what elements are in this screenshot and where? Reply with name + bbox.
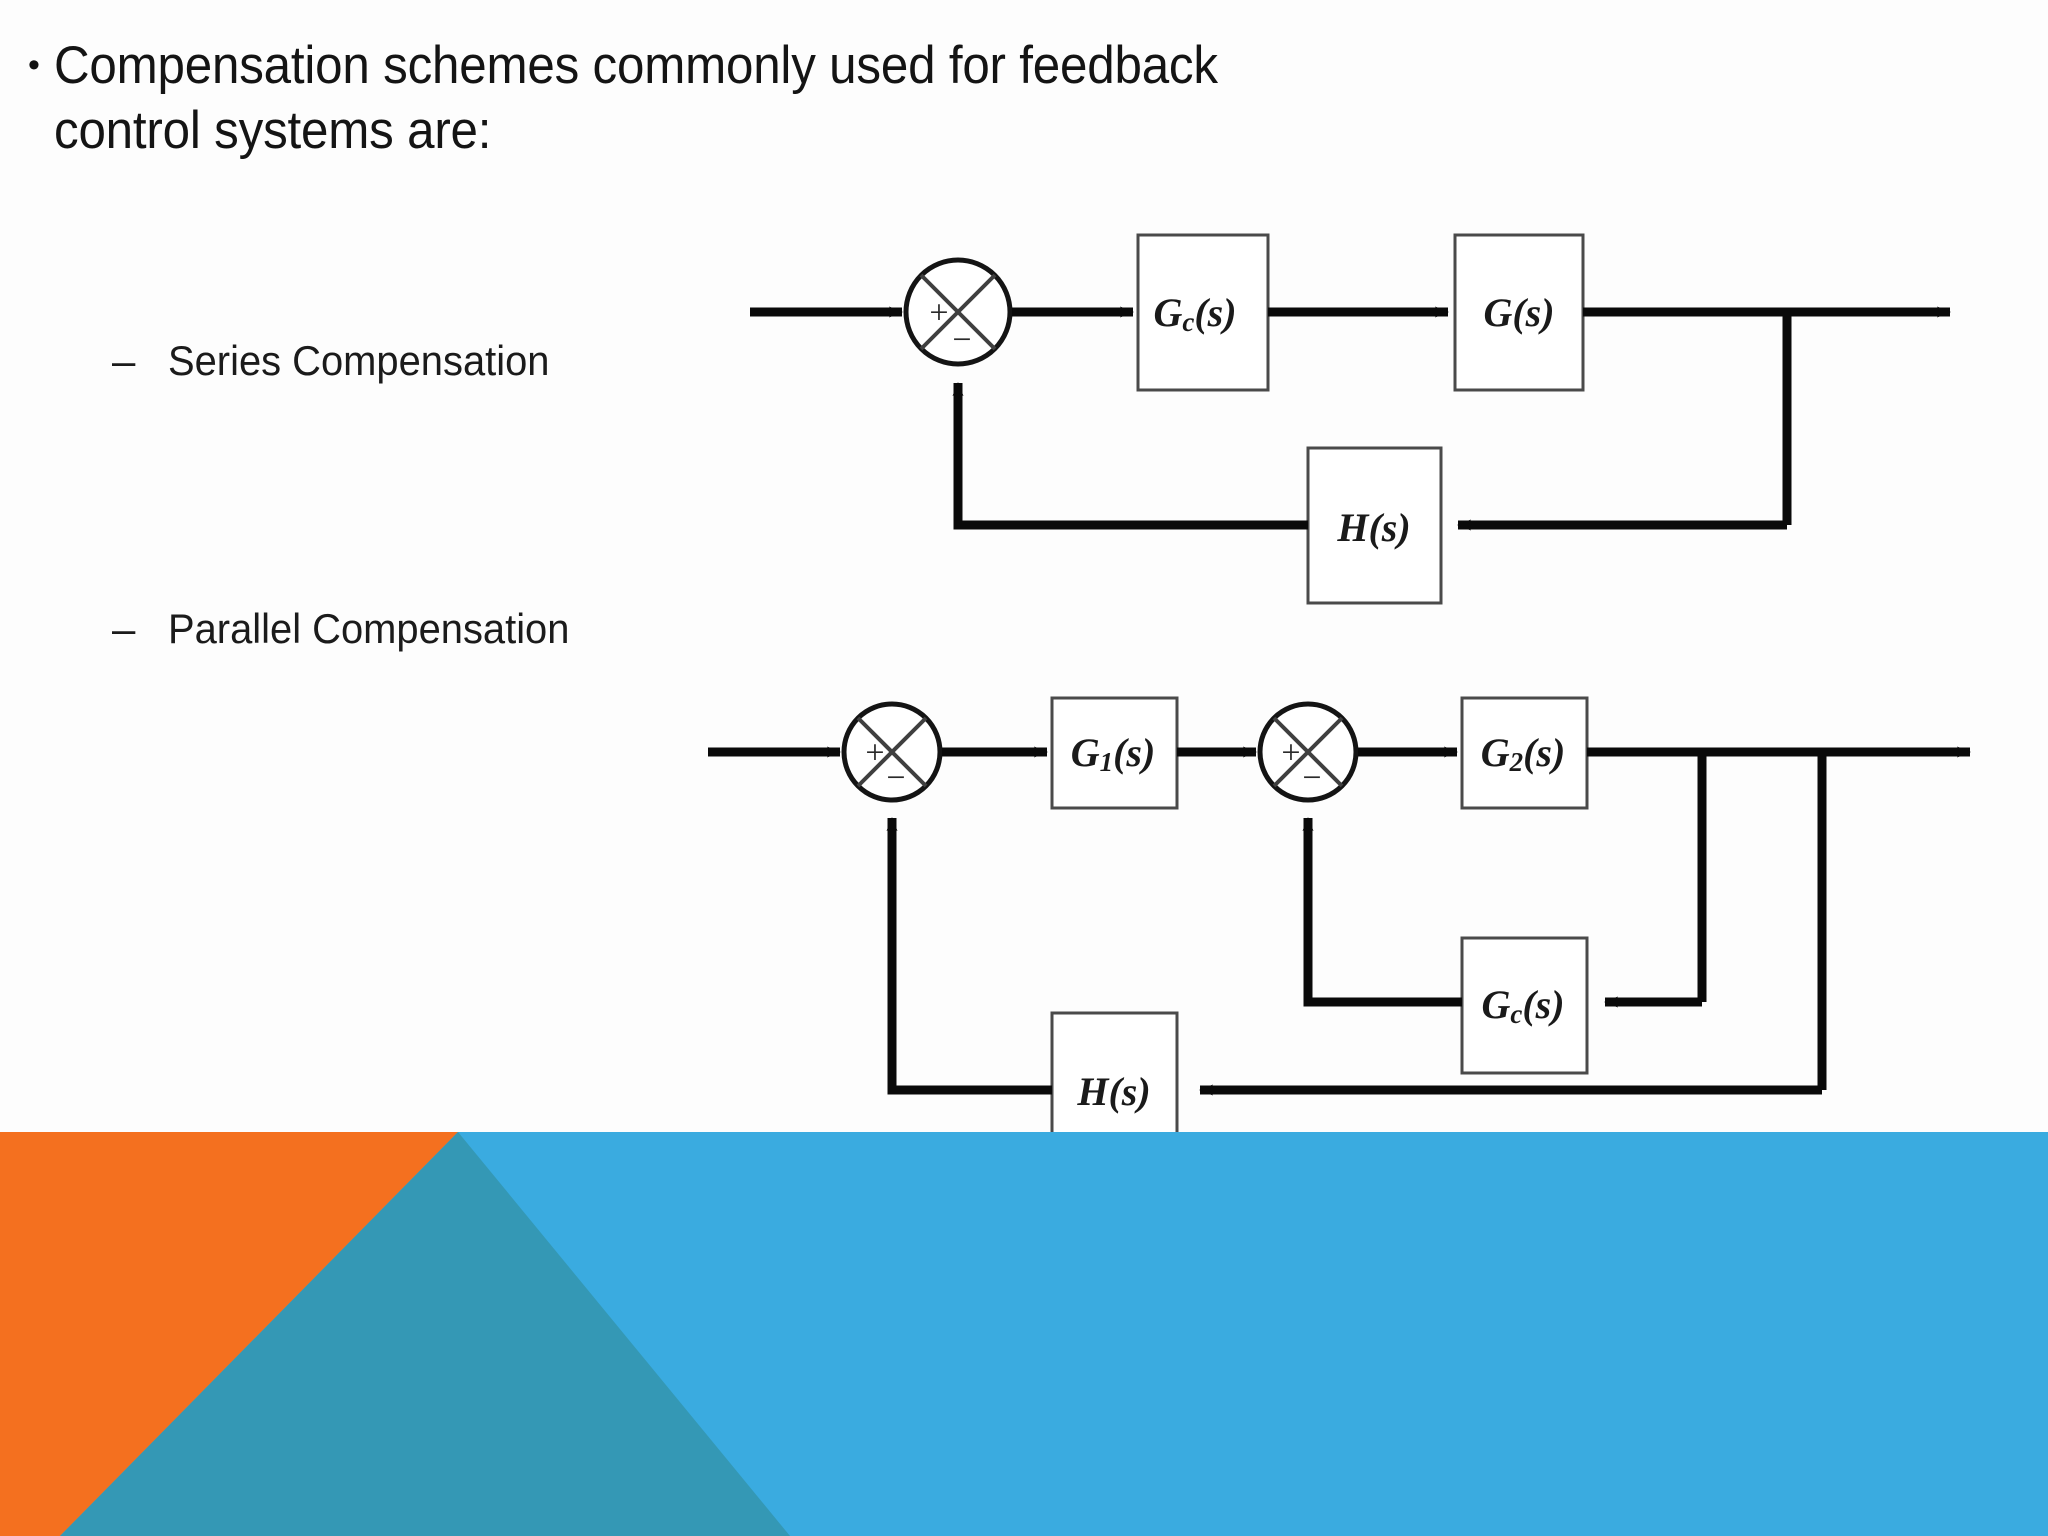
block-h-tail: (s) bbox=[1108, 1069, 1150, 1114]
block-g1-subscript: 1 bbox=[1100, 747, 1114, 777]
block-g2: G2(s) bbox=[1460, 696, 1589, 810]
sum1-minus-sign: − bbox=[886, 760, 905, 797]
sub-bullet-parallel-compensation: – Parallel Compensation bbox=[112, 605, 591, 653]
block-g1-tail: (s) bbox=[1113, 730, 1155, 775]
block-h-tail: (s) bbox=[1368, 505, 1410, 550]
footer-orange-wedge bbox=[0, 1132, 458, 1536]
block-g2-subscript: 2 bbox=[1509, 747, 1524, 777]
block-g: G(s) bbox=[1453, 233, 1585, 392]
main-bullet-line-2: control systems are: bbox=[54, 100, 492, 160]
block-gc: Gc(s) bbox=[1460, 936, 1589, 1075]
sub-bullet-label: Series Compensation bbox=[168, 337, 550, 384]
block-gc-label: G bbox=[1153, 290, 1182, 335]
sum-minus-sign: − bbox=[952, 322, 971, 359]
main-bullet: • Compensation schemes commonly used for… bbox=[14, 34, 1984, 163]
block-gc: Gc(s) bbox=[1136, 233, 1270, 392]
main-bullet-line-1: Compensation schemes commonly used for f… bbox=[54, 36, 1218, 95]
parallel-inner-return bbox=[1302, 817, 1462, 1007]
sub-bullet-series-compensation: – Series Compensation bbox=[112, 337, 570, 385]
block-h: H(s) bbox=[1306, 446, 1443, 605]
sum2-plus-sign: + bbox=[1281, 735, 1300, 772]
block-gc-label: G bbox=[1481, 982, 1510, 1027]
sub-bullet-dash-icon: – bbox=[112, 605, 136, 652]
series-summing-junction: + − bbox=[903, 257, 1013, 367]
parallel-summing-junction-1: + − bbox=[841, 701, 943, 803]
main-bullet-text: Compensation schemes commonly used for f… bbox=[54, 34, 1849, 163]
block-gc-subscript: c bbox=[1182, 307, 1194, 337]
footer-teal-triangle bbox=[60, 1132, 790, 1536]
block-gc-subscript: c bbox=[1510, 999, 1522, 1029]
block-h-label: H bbox=[1076, 1069, 1110, 1114]
sum-plus-sign: + bbox=[929, 295, 948, 332]
block-g1-label: G bbox=[1071, 730, 1100, 775]
bullet-marker-icon: • bbox=[28, 46, 40, 84]
series-feedback-return bbox=[952, 382, 1308, 530]
sum2-minus-sign: − bbox=[1302, 760, 1321, 797]
footer-decoration bbox=[0, 1132, 2048, 1536]
block-h-label: H bbox=[1336, 505, 1370, 550]
block-g1: G1(s) bbox=[1050, 696, 1179, 810]
svg-text:H(s): H(s) bbox=[1076, 1069, 1150, 1114]
svg-text:Gc(s): Gc(s) bbox=[1481, 982, 1564, 1030]
block-g-label: G bbox=[1483, 290, 1512, 335]
block-g-tail: (s) bbox=[1512, 290, 1554, 335]
svg-text:H(s): H(s) bbox=[1336, 505, 1410, 550]
sub-bullet-label: Parallel Compensation bbox=[168, 605, 570, 652]
block-g2-label: G bbox=[1481, 730, 1510, 775]
block-gc-tail: (s) bbox=[1522, 982, 1564, 1027]
parallel-compensation-diagram: + − G1(s) + − bbox=[700, 690, 2048, 1170]
parallel-summing-junction-2: + − bbox=[1257, 701, 1359, 803]
block-g2-tail: (s) bbox=[1523, 730, 1565, 775]
svg-text:G2(s): G2(s) bbox=[1481, 730, 1566, 778]
svg-text:Gc(s): Gc(s) bbox=[1153, 290, 1236, 338]
svg-text:G(s): G(s) bbox=[1483, 290, 1554, 335]
series-compensation-diagram: + − Gc(s) G(s) bbox=[740, 215, 2030, 635]
block-gc-tail: (s) bbox=[1194, 290, 1236, 335]
parallel-outer-return bbox=[886, 817, 1052, 1095]
svg-text:G1(s): G1(s) bbox=[1071, 730, 1156, 778]
sum1-plus-sign: + bbox=[865, 735, 884, 772]
sub-bullet-dash-icon: – bbox=[112, 337, 136, 384]
